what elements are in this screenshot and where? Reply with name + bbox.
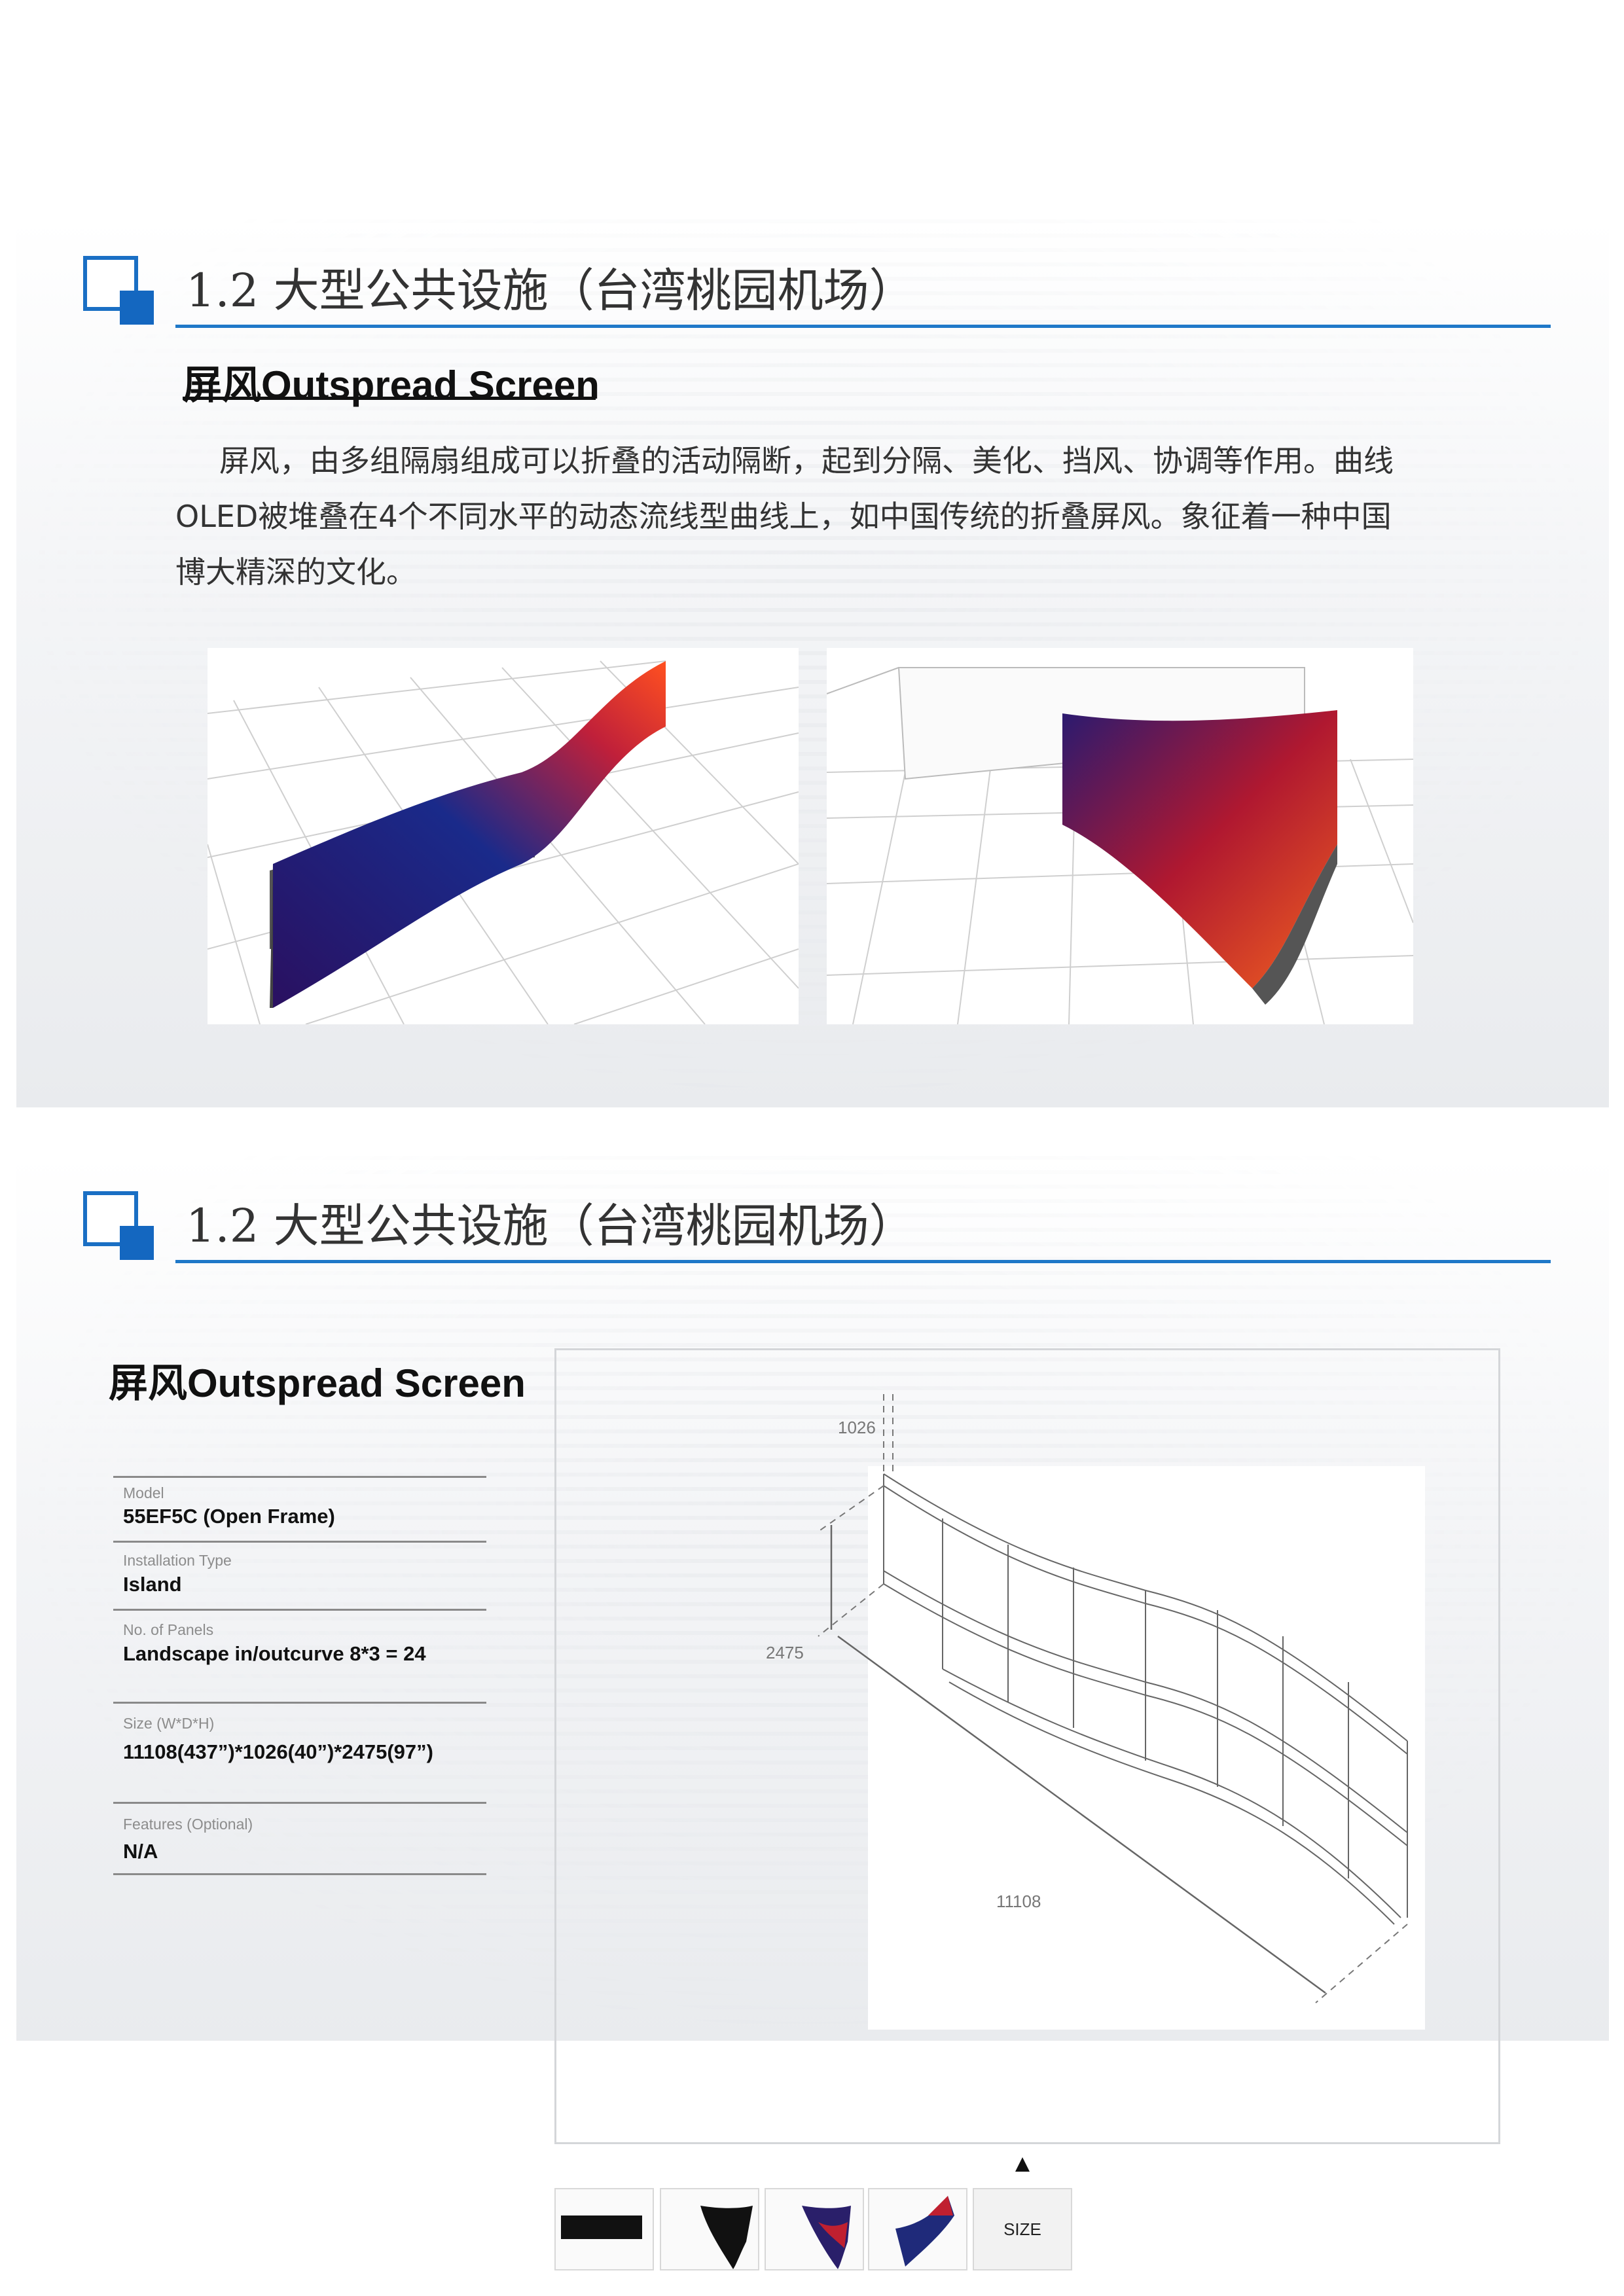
section-title: 1.2 大型公共设施（台湾桃园机场）	[186, 264, 915, 317]
section-title-icon	[83, 256, 154, 325]
thumbnail-size[interactable]: SIZE	[973, 2188, 1072, 2270]
spec-value-panels: Landscape in/outcurve 8*3 = 24	[123, 1642, 426, 1665]
render-image-right	[827, 648, 1413, 1024]
thumbnail-angle-view[interactable]	[765, 2188, 864, 2270]
spec-label-features: Features (Optional)	[123, 1816, 253, 1833]
spec-divider	[113, 1541, 486, 1543]
spec-divider	[113, 1802, 486, 1804]
subtitle-underline	[183, 397, 596, 400]
section-title: 1.2 大型公共设施（台湾桃园机场）	[186, 1199, 915, 1253]
description-paragraph: 屏风，由多组隔扇组成可以折叠的活动隔断，起到分隔、美化、挡风、协调等作用。曲线 …	[175, 433, 1426, 600]
subtitle: 屏风Outspread Screen	[109, 1361, 526, 1405]
dimension-height-label: 2475	[766, 1643, 804, 1662]
spec-label-installation-type: Installation Type	[123, 1552, 232, 1569]
spec-value-model: 55EF5C (Open Frame)	[123, 1505, 335, 1528]
spec-divider	[113, 1476, 486, 1478]
size-diagram-drawing: 1026 2475 11108	[766, 1394, 1408, 2003]
paragraph-line: 屏风，由多组隔扇组成可以折叠的活动隔断，起到分隔、美化、挡风、协调等作用。曲线	[219, 443, 1394, 478]
paragraph-line: 博大精深的文化。	[175, 554, 416, 590]
section-title-icon	[83, 1191, 154, 1260]
spec-value-size: 11108(437”)*1026(40”)*2475(97”)	[123, 1740, 433, 1763]
title-rule	[175, 325, 1551, 328]
spec-value-features: N/A	[123, 1840, 158, 1863]
render-image-left	[208, 648, 799, 1024]
dimension-width-label: 11108	[996, 1892, 1041, 1911]
spec-divider	[113, 1702, 486, 1704]
spec-label-panels: No. of Panels	[123, 1621, 214, 1638]
spec-label-size: Size (W*D*H)	[123, 1715, 215, 1732]
thumbnail-front-view[interactable]	[554, 2188, 654, 2270]
diagram-frame	[554, 1348, 1500, 2144]
thumbnail-perspective-view[interactable]	[868, 2188, 967, 2270]
spec-divider	[113, 1873, 486, 1875]
selected-thumbnail-marker-icon	[1015, 2157, 1030, 2172]
subtitle: 屏风Outspread Screen	[183, 363, 600, 407]
spec-value-installation-type: Island	[123, 1573, 182, 1596]
dimension-depth-label: 1026	[838, 1418, 876, 1437]
thumbnail-side-view[interactable]	[660, 2188, 759, 2270]
size-diagram	[868, 1466, 1425, 2030]
spec-label-model: Model	[123, 1484, 164, 1501]
spec-divider	[113, 1609, 486, 1611]
title-rule	[175, 1260, 1551, 1263]
paragraph-line: OLED被堆叠在4个不同水平的动态流线型曲线上，如中国传统的折叠屏风。象征着一种…	[175, 499, 1392, 534]
thumbnail-size-label: SIZE	[1003, 2219, 1041, 2239]
